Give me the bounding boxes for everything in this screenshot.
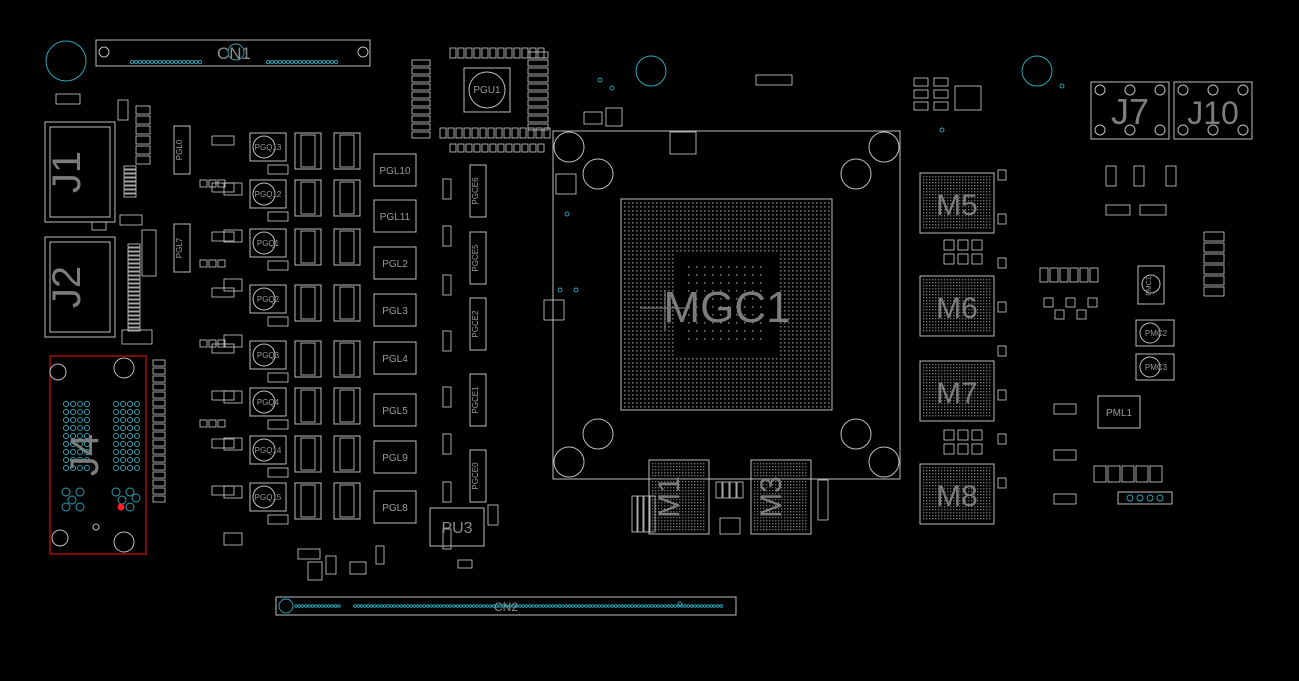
mount-hole-top-left <box>45 40 87 82</box>
mosfet-pgq12[interactable]: PGQ12 <box>249 179 287 209</box>
right-passives <box>913 77 1225 505</box>
left-passives <box>55 93 157 345</box>
ic-pu3[interactable]: PU3 <box>429 507 485 547</box>
svg-text:PGL11: PGL11 <box>380 212 411 223</box>
mosfet-pgq1[interactable]: PGQ1 <box>249 228 287 258</box>
svg-text:PGCE6: PGCE6 <box>471 177 480 205</box>
svg-text:PGQ2: PGQ2 <box>257 295 280 304</box>
cn1-label: CN1 <box>217 44 251 63</box>
mount-hole-top-right <box>1021 55 1053 87</box>
connector-j4[interactable]: J4 <box>49 355 147 555</box>
gpu-mgc1[interactable]: MGC1 <box>552 130 901 480</box>
svg-text:PGQ12: PGQ12 <box>255 190 282 199</box>
connector-j10[interactable]: J10 <box>1173 81 1253 140</box>
cn2-label: CN2 <box>494 600 518 614</box>
svg-text:PGL8: PGL8 <box>382 503 408 514</box>
memory-m7[interactable]: M7 <box>919 360 995 422</box>
svg-text:PU3: PU3 <box>441 520 472 537</box>
inductor-pgl3[interactable]: PGL3 <box>373 293 417 327</box>
memory-m5[interactable]: M5 <box>919 172 995 234</box>
connector-cn1[interactable]: CN1 <box>95 39 371 67</box>
svg-text:M7: M7 <box>936 377 978 410</box>
connector-j7[interactable]: J7 <box>1090 81 1170 140</box>
memory-m6[interactable]: M6 <box>919 275 995 337</box>
ic-pgu1[interactable]: PGU1 <box>463 67 511 113</box>
connector-j2[interactable]: J2 <box>44 236 116 338</box>
mosfet-pgq15[interactable]: PGQ15 <box>249 482 287 512</box>
mosfet-pgq3[interactable]: PGQ3 <box>249 340 287 370</box>
inductor-pgl9[interactable]: PGL9 <box>373 440 417 474</box>
vrm-area <box>152 132 452 550</box>
mosfet-pgq4[interactable]: PGQ4 <box>249 387 287 417</box>
pgu1-passives <box>411 47 623 153</box>
svg-text:PGL5: PGL5 <box>382 406 408 417</box>
svg-text:PGL7: PGL7 <box>175 237 184 258</box>
ic-pmc3[interactable]: PMC3 <box>1135 353 1175 381</box>
memory-m1[interactable]: M1 <box>648 459 710 535</box>
mount-hole-top-mid <box>635 55 667 87</box>
ic-pmc1[interactable]: PMC1 <box>1137 265 1165 305</box>
svg-text:PGL3: PGL3 <box>382 306 408 317</box>
svg-text:PGCE5: PGCE5 <box>471 244 480 272</box>
inductor-pml1[interactable]: PML1 <box>1097 395 1141 429</box>
j4-label: J4 <box>63 434 107 476</box>
inductor-pgl2[interactable]: PGL2 <box>373 246 417 280</box>
j4-selection-outline <box>49 355 147 555</box>
inductor-pgl11[interactable]: PGL11 <box>373 199 417 233</box>
svg-text:PGQ4: PGQ4 <box>257 398 280 407</box>
svg-text:M5: M5 <box>936 189 978 222</box>
svg-text:PGQ3: PGQ3 <box>257 351 280 360</box>
inductor-pgl4[interactable]: PGL4 <box>373 341 417 375</box>
svg-text:PGL0: PGL0 <box>175 139 184 160</box>
svg-text:M3: M3 <box>755 476 788 518</box>
svg-text:PGL10: PGL10 <box>379 166 411 177</box>
inductor-pgl10[interactable]: PGL10 <box>373 153 417 187</box>
capacitor-pgce2[interactable]: PGCE2 <box>469 297 487 351</box>
capacitor-pgce6[interactable]: PGCE6 <box>469 164 487 218</box>
mgc1-label: MGC1 <box>663 283 790 332</box>
j2-label: J2 <box>45 266 89 308</box>
inductor-pgl7[interactable]: PGL7 <box>173 223 191 273</box>
svg-text:PGL2: PGL2 <box>382 259 408 270</box>
inductor-pgl8[interactable]: PGL8 <box>373 490 417 524</box>
svg-text:M1: M1 <box>653 476 686 518</box>
j1-label: J1 <box>45 151 89 193</box>
memory-m3[interactable]: M3 <box>750 459 812 535</box>
svg-text:PGCE2: PGCE2 <box>471 310 480 338</box>
connector-cn2[interactable]: CN2 <box>275 596 737 616</box>
connector-j1[interactable]: J1 <box>44 121 116 223</box>
svg-text:PGQ13: PGQ13 <box>255 143 282 152</box>
misc-smd <box>297 74 1065 607</box>
svg-text:PGCE1: PGCE1 <box>471 386 480 414</box>
capacitor-pgce1[interactable]: PGCE1 <box>469 373 487 427</box>
svg-text:M6: M6 <box>936 292 978 325</box>
svg-text:PGU1: PGU1 <box>473 85 501 96</box>
memory-m8[interactable]: M8 <box>919 463 995 525</box>
svg-text:PGL9: PGL9 <box>382 453 408 464</box>
svg-text:PGCE0: PGCE0 <box>471 462 480 490</box>
svg-text:PGL4: PGL4 <box>382 354 408 365</box>
ic-pmc2[interactable]: PMC2 <box>1135 319 1175 347</box>
mosfet-pgq13[interactable]: PGQ13 <box>249 132 287 162</box>
selected-pin-marker <box>117 503 125 511</box>
svg-text:PGQ15: PGQ15 <box>255 493 282 502</box>
svg-text:PGQ14: PGQ14 <box>255 446 282 455</box>
capacitor-pgce5[interactable]: PGCE5 <box>469 231 487 285</box>
mosfet-pgq14[interactable]: PGQ14 <box>249 435 287 465</box>
capacitor-pgce0[interactable]: PGCE0 <box>469 449 487 503</box>
svg-text:PGQ1: PGQ1 <box>257 239 280 248</box>
inductor-pgl0[interactable]: PGL0 <box>173 125 191 175</box>
mosfet-pgq2[interactable]: PGQ2 <box>249 284 287 314</box>
inductor-pgl5[interactable]: PGL5 <box>373 393 417 427</box>
